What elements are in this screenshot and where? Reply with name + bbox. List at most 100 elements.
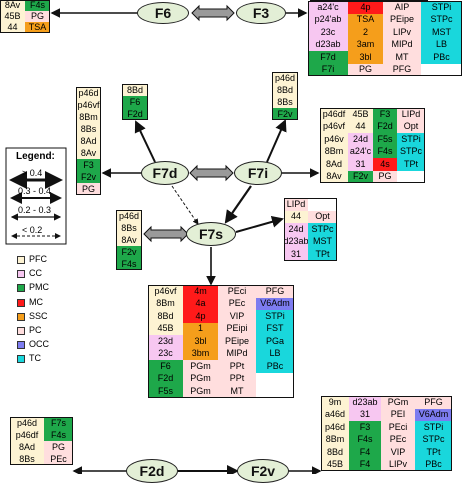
table-cell: PPt [218, 360, 256, 373]
table-cell: PG [76, 183, 101, 195]
table-cell: 45B [348, 108, 373, 121]
edge-F7d-t4 [134, 120, 156, 163]
node-F3[interactable]: F3 [236, 2, 286, 24]
key-label-pmc: PMC [29, 282, 49, 293]
table-cell: p46d [10, 417, 44, 429]
table-cell: LIPd [397, 108, 425, 121]
table-cell: p46df [320, 108, 348, 121]
table-cell: MT [218, 385, 256, 398]
table-cell: 8Ad [320, 158, 348, 171]
table-cell: PG [348, 63, 383, 76]
table-cell: d23ab [284, 235, 308, 248]
table-cell: 4a [183, 297, 218, 310]
table-cell: STPc [421, 13, 462, 26]
key-swatch-mc [17, 298, 25, 307]
table-cell: 24d [284, 223, 308, 236]
node-F7i[interactable]: F7i [234, 161, 282, 185]
table-cell: F2d [122, 108, 148, 120]
node-F6[interactable]: F6 [137, 2, 189, 24]
table-cell: F4s [116, 258, 142, 270]
table-cell: 8Bm [76, 111, 101, 123]
table-cell: a46d [321, 408, 349, 421]
table-cell: p46v [320, 133, 348, 146]
table-cell: PBc [415, 458, 452, 471]
key-label-pfc: PFC [29, 254, 47, 264]
table-cell: MIPd [218, 347, 256, 360]
table-cell: 31 [284, 248, 308, 261]
table-cell: 45B [321, 458, 349, 471]
table-cell: 8Bs [10, 453, 44, 465]
table-cell: PPt [218, 372, 256, 385]
table-cell: Opt [308, 210, 337, 223]
table-cell: 3am [348, 38, 383, 51]
table-cell: 8Bd [272, 84, 298, 96]
table-cell: PEci [381, 421, 415, 434]
table-cell: LB [256, 347, 294, 360]
table-cell: 45B [0, 11, 25, 22]
table-cell: 8Bs [272, 96, 298, 108]
table-cell: 3bl [348, 51, 383, 64]
table-cell: TSA [25, 22, 50, 33]
key-label-occ: OCC [29, 339, 49, 350]
table-cell: 4s [373, 158, 397, 171]
table-cell: PGm [183, 372, 218, 385]
legend-strength-4: < 0.2 [22, 225, 43, 235]
table-cell: F7d [308, 51, 348, 64]
table-cell: a24'c [308, 1, 348, 14]
table-cell: 23c [308, 26, 348, 39]
node-F2d[interactable]: F2d [126, 459, 178, 483]
table-cell: p46d [272, 72, 298, 84]
table-cell: PEc [44, 453, 73, 465]
table-cell: 31 [349, 408, 381, 421]
legend-title: Legend: [16, 151, 55, 162]
node-F2v[interactable]: F2v [237, 459, 289, 483]
table-cell: 8Bd [321, 446, 349, 459]
table-cell: PEc [218, 297, 256, 310]
table-cell: 24d [348, 133, 373, 146]
key-label-ssc: SSC [29, 310, 48, 321]
table-cell: 2 [348, 26, 383, 39]
table-cell: 8Av [0, 0, 25, 11]
table-cell: PG [373, 170, 397, 183]
table-cell: F2v [348, 170, 373, 183]
table-cell: PGm [381, 396, 415, 409]
table-cell: p46d [76, 87, 101, 99]
edge-F7i-t5 [266, 119, 287, 163]
table-cell: PGa [256, 335, 294, 348]
table-cell: 3bl [183, 335, 218, 348]
table-cell: 8Bm [321, 433, 349, 446]
thick-arrow-F7s-t8 [143, 225, 189, 243]
table-cell: PEipe [383, 13, 421, 26]
edge-F7i-F7s [224, 185, 252, 224]
table-cell: STPc [308, 223, 337, 236]
table-cell: TPt [397, 158, 425, 171]
table-cell: 1 [183, 322, 218, 335]
key-label-pc: PC [29, 325, 42, 335]
table-cell [256, 385, 294, 398]
table-cell: PEc [381, 433, 415, 446]
key-swatch-ssc [17, 312, 25, 321]
key-label-mc: MC [29, 296, 43, 307]
legend-strength-1: > 0.4 [22, 168, 43, 178]
table-cell: 8Bd [148, 310, 183, 323]
table-cell: 44 [0, 22, 25, 33]
table-cell: d23ab [349, 396, 381, 409]
table-cell: TPt [415, 446, 452, 459]
node-F7s[interactable]: F7s [186, 222, 236, 246]
legend-strength-2: 0.3 - 0.4 [18, 186, 52, 196]
table-cell: F2v [116, 246, 142, 258]
table-cell: V6Adm [415, 408, 452, 421]
table-cell [308, 198, 337, 211]
table-cell: 8Bs [76, 123, 101, 135]
table-cell: F2d [373, 120, 397, 133]
edge-F7d-F7s [171, 185, 199, 225]
table-cell: FST [256, 322, 294, 335]
table-cell: d23ab [308, 38, 348, 51]
legend-strength-3: 0.2 - 0.3 [18, 205, 52, 215]
node-F7d[interactable]: F7d [141, 161, 189, 185]
edge-F7s-t9 [235, 215, 284, 233]
table-cell: MIPd [383, 38, 421, 51]
table-cell: p46vf [76, 99, 101, 111]
table-cell: 23c [148, 347, 183, 360]
